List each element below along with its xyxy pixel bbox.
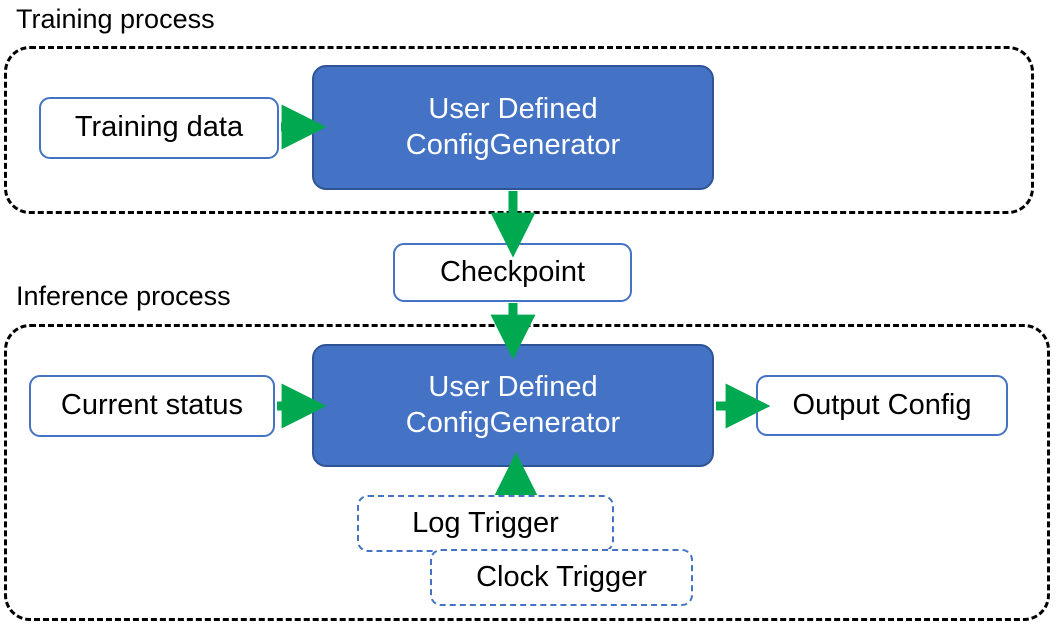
clock-trigger-label: Clock Trigger	[476, 560, 647, 593]
training-data-label: Training data	[74, 111, 244, 144]
current-status-label: Current status	[60, 389, 244, 422]
output-config-node[interactable]: Output Config	[756, 375, 1008, 436]
inference-config-generator-line1: User Defined	[428, 371, 598, 404]
training-data-node[interactable]: Training data	[39, 97, 279, 159]
training-config-generator-line2: ConfigGenerator	[405, 128, 621, 161]
training-config-generator-node[interactable]: User Defined ConfigGenerator	[312, 65, 714, 190]
inference-process-label: Inference process	[16, 281, 231, 311]
training-process-container	[4, 46, 1034, 214]
output-config-label: Output Config	[792, 388, 972, 421]
clock-trigger-node[interactable]: Clock Trigger	[430, 549, 693, 606]
training-process-label: Training process	[16, 4, 215, 34]
training-config-generator-line1: User Defined	[428, 93, 598, 126]
log-trigger-label: Log Trigger	[412, 506, 559, 539]
current-status-node[interactable]: Current status	[29, 375, 275, 437]
inference-config-generator-node[interactable]: User Defined ConfigGenerator	[312, 344, 714, 467]
inference-config-generator-line2: ConfigGenerator	[405, 406, 621, 439]
log-trigger-node[interactable]: Log Trigger	[357, 495, 614, 552]
checkpoint-label: Checkpoint	[439, 255, 586, 288]
checkpoint-node[interactable]: Checkpoint	[393, 243, 632, 302]
